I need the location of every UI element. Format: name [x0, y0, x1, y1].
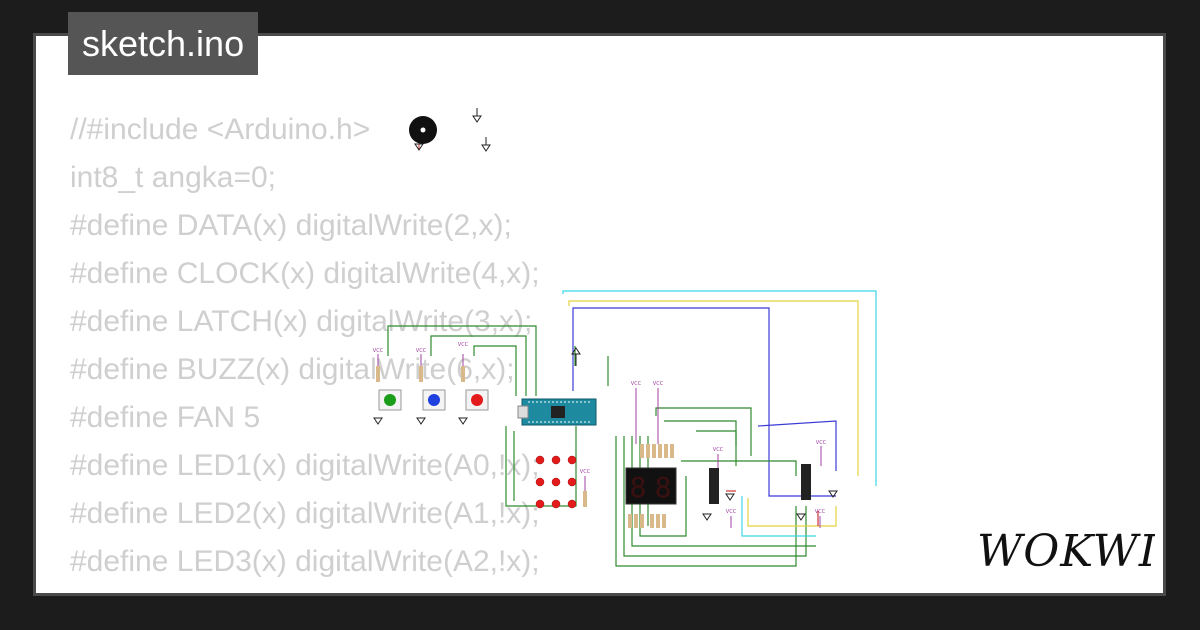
wires	[387, 290, 877, 567]
vcc-label: VCC	[580, 469, 591, 475]
seven-seg-digit-2: 8	[655, 471, 672, 504]
led-array[interactable]	[535, 455, 577, 509]
resistor-bank-bottom	[628, 514, 666, 528]
vcc-label: VCC	[726, 509, 737, 515]
vcc-lines	[635, 388, 822, 528]
code-line: int8_t angka=0;	[70, 161, 277, 194]
vcc-label: VCC	[713, 447, 724, 453]
vcc-labels: VCC VCC VCC VCC VCC VCC VCC VCC VCC VCC	[373, 342, 827, 515]
red-button[interactable]	[465, 389, 489, 411]
blue-button[interactable]	[422, 389, 446, 411]
code-preview: //#include <Arduino.h> int8_t angka=0; #de…	[70, 106, 540, 593]
code-line: #define FAN 5	[70, 401, 261, 434]
shift-register-2[interactable]	[801, 464, 811, 500]
vcc-label: VCC	[373, 348, 384, 354]
vcc-label: VCC	[653, 381, 664, 387]
ground-symbols	[702, 490, 838, 521]
seven-seg-digit-1: 8	[630, 471, 647, 504]
code-line: #define LATCH(x) digitalWrite(3,x);	[70, 305, 533, 338]
arduino-power-arrow	[571, 347, 581, 366]
arduino-nano[interactable]	[517, 398, 597, 426]
code-line: //#include <Arduino.h>	[70, 113, 371, 146]
wokwi-logo: WOKWI	[977, 526, 1155, 574]
circuit-diagram: 8 8 VCC VCC VCC VCC VCC VCC VCC VCC VCC …	[373, 108, 877, 567]
vcc-label: VCC	[815, 509, 826, 515]
code-line: #define DATA(x) digitalWrite(2,x);	[70, 209, 512, 242]
vcc-label: VCC	[458, 342, 469, 348]
button-resistors	[373, 354, 468, 425]
vcc-label: VCC	[816, 440, 827, 446]
code-line: #define BUZZ(x) digitalWrite(6,x);	[70, 353, 515, 386]
ground-symbols-top	[414, 108, 491, 152]
code-line: #define CLOCK(x) digitalWrite(4,x);	[70, 257, 540, 290]
code-line: #define LED3(x) digitalWrite(A2,!x);	[70, 545, 540, 578]
code-line: #define LED1(x) digitalWrite(A0,!x);	[70, 449, 540, 482]
wokwi-logo-text: WOKWI	[977, 526, 1155, 574]
vcc-label: VCC	[416, 348, 427, 354]
buzzer[interactable]	[409, 116, 437, 150]
shift-register-1[interactable]	[709, 468, 719, 504]
code-line: #define LED2(x) digitalWrite(A1,!x);	[70, 497, 540, 530]
vcc-label: VCC	[631, 381, 642, 387]
file-tab[interactable]: sketch.ino	[68, 12, 259, 75]
green-button[interactable]	[378, 389, 402, 411]
led-resistor	[583, 476, 587, 507]
seven-segment-display[interactable]: 8 8	[625, 467, 677, 505]
resistor-bank-top	[640, 444, 674, 458]
preview-card: //#include <Arduino.h> int8_t angka=0; #de…	[33, 33, 1166, 596]
